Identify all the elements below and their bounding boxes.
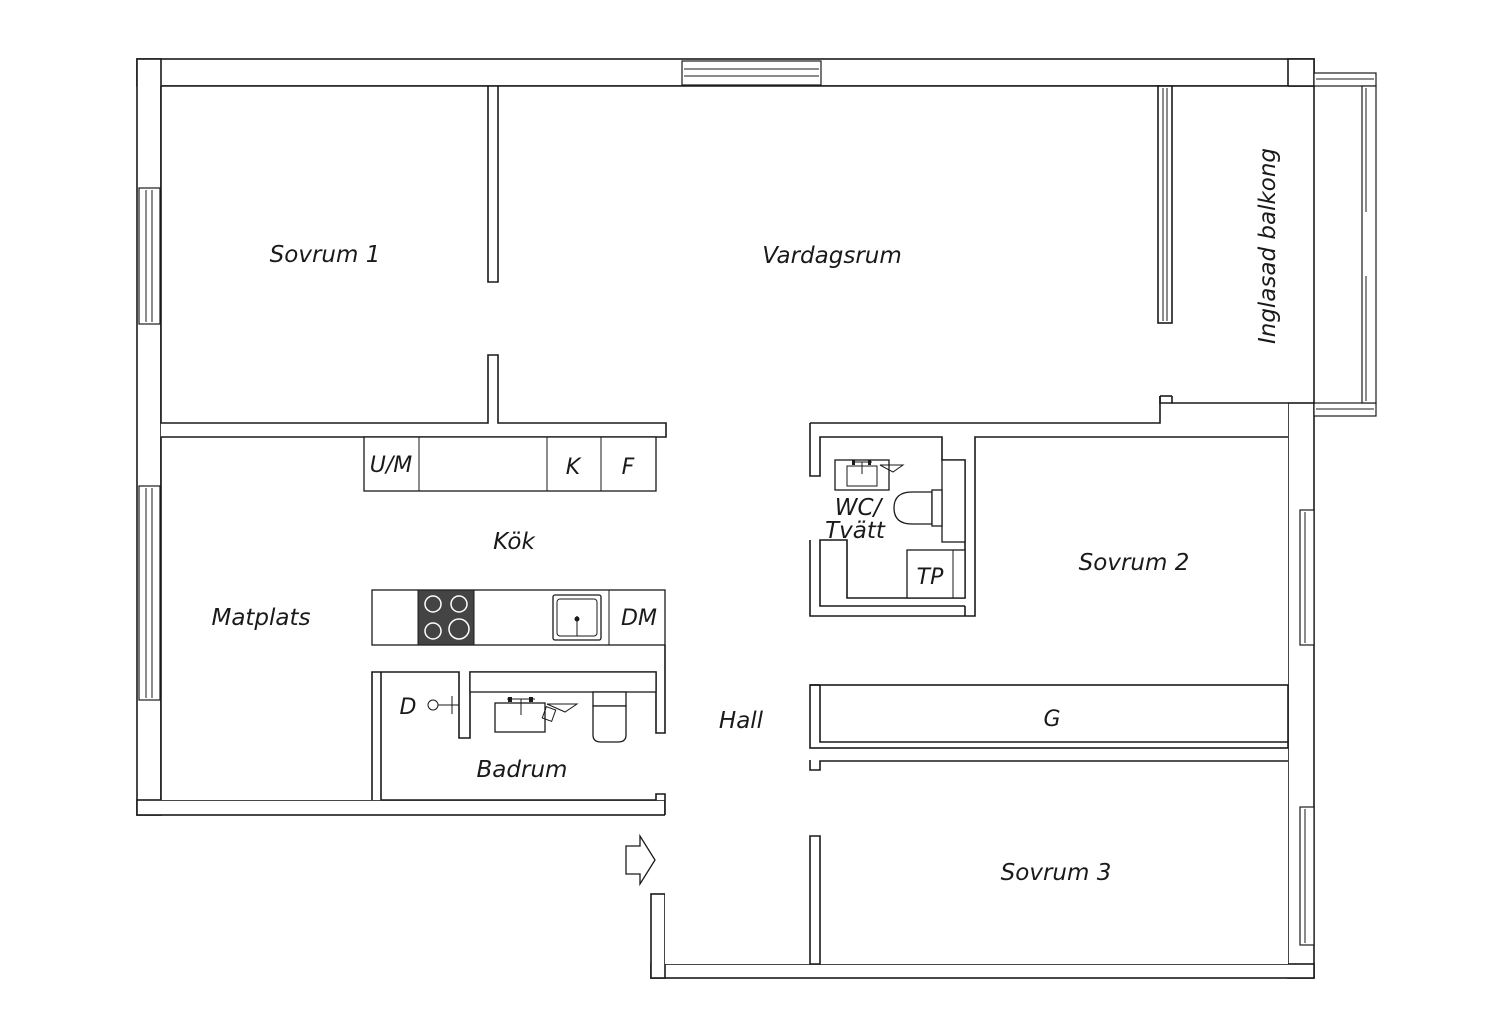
sink-icon	[552, 594, 602, 641]
kitchen-top-counter	[363, 436, 657, 492]
room-label-vardagsrum: Vardagsrum	[762, 243, 902, 269]
room-label-sovrum-1: Sovrum 1	[270, 242, 381, 268]
shower-icon	[427, 696, 459, 714]
fixture-label-f: F	[622, 455, 635, 480]
room-label-sovrum-2: Sovrum 2	[1079, 550, 1190, 576]
room-label-badrum: Badrum	[477, 757, 568, 783]
toilet-icon	[592, 691, 627, 743]
windows	[138, 60, 1377, 946]
fixture-label-d: D	[400, 695, 417, 720]
fixture-labels: U/M K F DM D TP G	[370, 453, 1061, 732]
room-label-tvatt: Tvätt	[825, 518, 886, 544]
room-label-sovrum-3: Sovrum 3	[1001, 860, 1112, 886]
tp-cabinet	[906, 549, 966, 599]
interior-walls	[160, 85, 1289, 965]
room-label-kok: Kök	[493, 529, 536, 555]
stove-icon	[417, 589, 475, 646]
fixture-label-g: G	[1043, 707, 1060, 732]
fixture-label-tp: TP	[917, 565, 944, 590]
bathroom-sink-icon	[494, 697, 579, 733]
fixture-label-k: K	[566, 455, 582, 480]
entrance-arrow-icon	[625, 833, 656, 887]
room-labels: Sovrum 1 Vardagsrum Inglasad balkong Kök…	[211, 148, 1281, 886]
wc-counter	[941, 459, 966, 543]
wc-toilet-icon	[893, 489, 943, 527]
wc-sink-icon	[834, 459, 905, 491]
room-label-matplats: Matplats	[211, 605, 310, 631]
fixture-label-um: U/M	[370, 453, 413, 478]
room-label-hall: Hall	[719, 708, 764, 734]
fixture-label-dm: DM	[621, 606, 657, 631]
room-label-inglasad-balkong: Inglasad balkong	[1255, 148, 1281, 344]
room-label-wc: WC/	[835, 495, 884, 521]
bathroom-counter	[469, 671, 657, 693]
